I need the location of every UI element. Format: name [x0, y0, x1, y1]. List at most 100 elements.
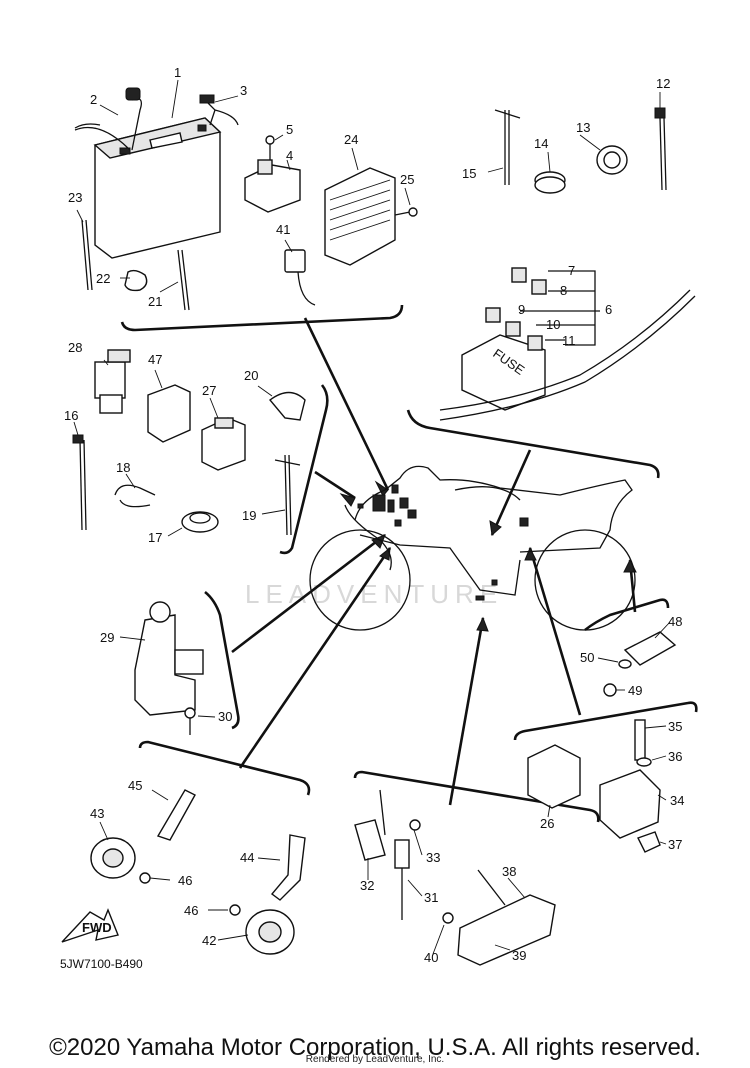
relay-26: [527, 744, 581, 809]
clamp-18: [114, 484, 156, 508]
relay-28: [94, 349, 131, 414]
bolt-30: [184, 707, 196, 735]
bracket-44: [270, 834, 306, 901]
callout-6: 6: [605, 302, 612, 317]
fwd-label: FWD: [82, 920, 112, 935]
horn-43: [90, 837, 136, 879]
callout-21: 21: [148, 294, 162, 309]
callout-44: 44: [240, 850, 254, 865]
relay-27: [201, 417, 246, 471]
callout-8: 8: [560, 283, 567, 298]
callout-26: 26: [540, 816, 554, 831]
clamp-17: [181, 511, 219, 533]
callout-1: 1: [174, 65, 181, 80]
callout-7: 7: [568, 263, 575, 278]
callout-39: 39: [512, 948, 526, 963]
callout-18: 18: [116, 460, 130, 475]
callout-13: 13: [576, 120, 590, 135]
battery-cables: [74, 87, 239, 151]
motorcycle-silhouette: [309, 465, 636, 631]
callout-47: 47: [148, 352, 162, 367]
callout-31: 31: [424, 890, 438, 905]
bolt-35: [634, 719, 646, 761]
callout-37: 37: [668, 837, 682, 852]
callout-23: 23: [68, 190, 82, 205]
callout-34: 34: [670, 793, 684, 808]
sensor-31: [379, 789, 410, 920]
horn-42: [245, 909, 295, 955]
grommet-13: [596, 145, 628, 175]
callout-36: 36: [668, 749, 682, 764]
callout-29: 29: [100, 630, 114, 645]
bracket-45: [156, 789, 196, 841]
copyright-notice: ©2020 Yamaha Motor Corporation, U.S.A. A…: [49, 1034, 701, 1061]
callout-50: 50: [580, 650, 594, 665]
callout-35: 35: [668, 719, 682, 734]
reflector-48: [623, 631, 677, 666]
bolt-25: [394, 207, 418, 217]
bracket-32: [354, 819, 386, 861]
relay-4: [244, 159, 301, 213]
fwd-arrow-icon: FWD: [61, 908, 119, 943]
callout-16: 16: [64, 408, 78, 423]
callout-41: 41: [276, 222, 290, 237]
callout-33: 33: [426, 850, 440, 865]
nut-49: [603, 683, 617, 697]
cable-tie-21: [177, 249, 190, 311]
callout-19: 19: [242, 508, 256, 523]
callout-3: 3: [240, 83, 247, 98]
washer-50: [618, 659, 632, 669]
ignition-switch-29: [134, 601, 204, 716]
callout-17: 17: [148, 530, 162, 545]
holder-20: [268, 391, 306, 421]
callout-25: 25: [400, 172, 414, 187]
group-brackets: [120, 304, 698, 823]
callout-5: 5: [286, 122, 293, 137]
callout-22: 22: [96, 271, 110, 286]
fuse-box-6: FUSE: [439, 289, 696, 421]
watermark-text: LEADVENTURE: [245, 579, 503, 609]
washer-36: [636, 757, 652, 767]
callout-46b: 46: [184, 903, 198, 918]
cable-tie-12: [654, 107, 667, 191]
callout-10: 10: [546, 317, 560, 332]
callout-27: 27: [202, 383, 216, 398]
callout-30: 30: [218, 709, 232, 724]
callout-14: 14: [534, 136, 548, 151]
callout-28: 28: [68, 340, 82, 355]
bolt-40: [442, 912, 454, 924]
callout-32: 32: [360, 878, 374, 893]
clamp-14: [534, 171, 566, 194]
callout-48: 48: [668, 614, 682, 629]
callout-4: 4: [286, 148, 293, 163]
bolt-46a: [139, 872, 151, 884]
callout-49: 49: [628, 683, 642, 698]
rendered-by-notice: Rendered by LeadVenture, Inc.: [305, 1054, 445, 1065]
fuses: [485, 267, 600, 351]
clamp-22: [124, 269, 148, 292]
callout-20: 20: [244, 368, 258, 383]
cable-tie-19: [274, 454, 301, 536]
callout-labels: 1 2 3 4 5 6 7 8 9 10 11 12 13 14 15 16 1…: [64, 65, 684, 965]
bolt-33: [409, 819, 421, 831]
callout-43: 43: [90, 806, 104, 821]
callout-12: 12: [656, 76, 670, 91]
part-number-code: 5JW7100-B490: [60, 957, 143, 971]
arrowheads: [339, 480, 637, 632]
callout-40: 40: [424, 950, 438, 965]
callout-24: 24: [344, 132, 358, 147]
clip-37: [637, 831, 661, 853]
cable-tie-15: [494, 109, 521, 185]
callout-45: 45: [128, 778, 142, 793]
callout-2: 2: [90, 92, 97, 107]
callout-38: 38: [502, 864, 516, 879]
bolt-46b: [229, 904, 241, 916]
connector-41: [284, 249, 316, 306]
callout-9: 9: [518, 302, 525, 317]
callout-leaders: [73, 79, 671, 955]
callout-15: 15: [462, 166, 476, 181]
relay-47: [147, 384, 191, 443]
switch-38-39: [457, 869, 556, 966]
bolt-5: [265, 135, 275, 160]
